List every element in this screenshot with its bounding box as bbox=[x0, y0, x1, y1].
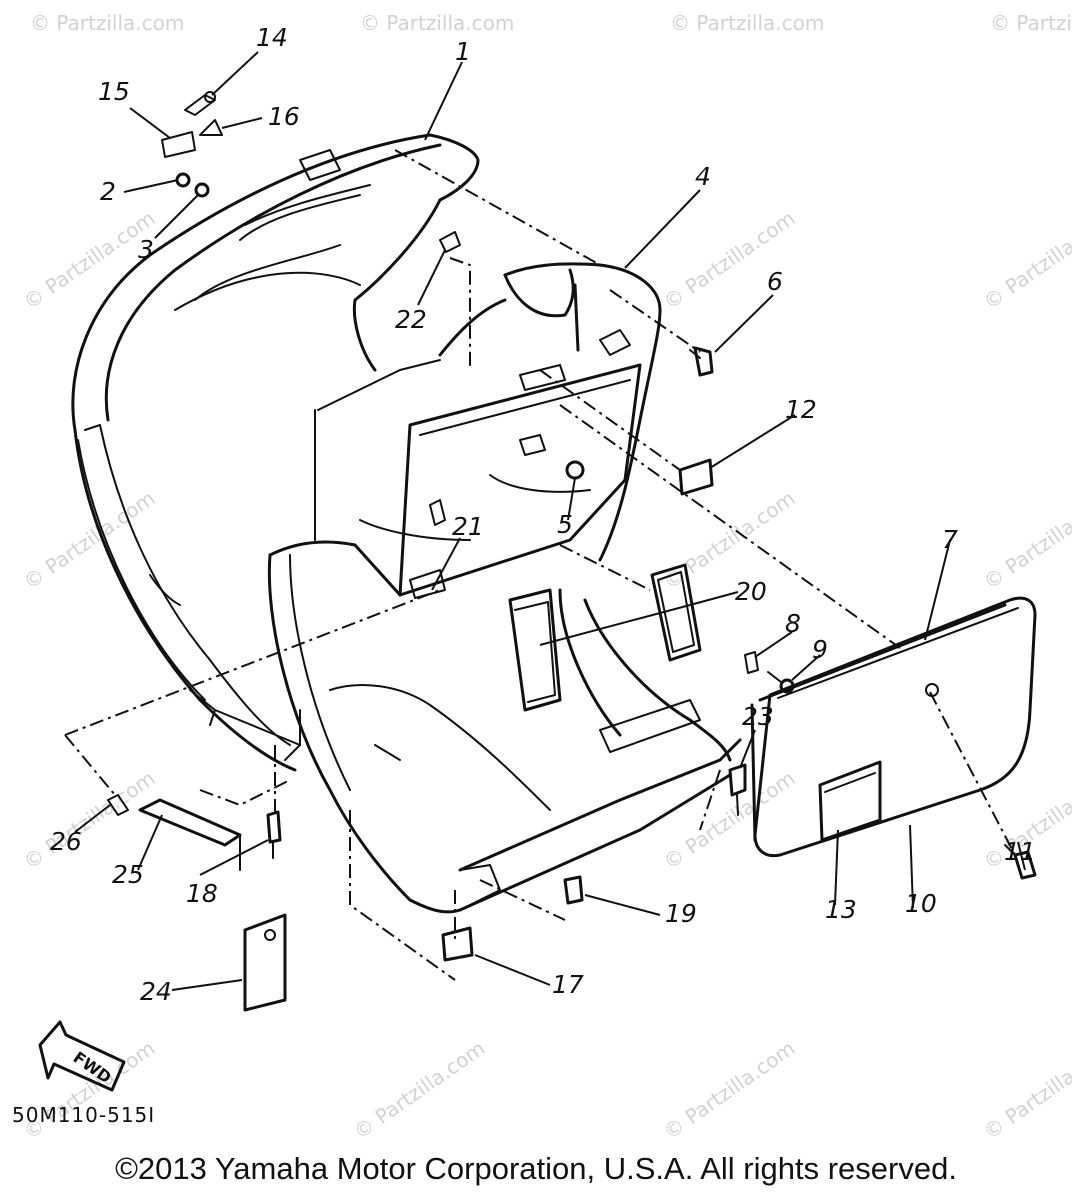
watermark: © Partzilla.com bbox=[659, 1036, 799, 1144]
callout-6: 6 bbox=[767, 267, 783, 296]
callout-17: 17 bbox=[552, 970, 584, 999]
callout-25: 25 bbox=[112, 860, 144, 889]
callout-10: 10 bbox=[905, 889, 937, 918]
callout-20: 20 bbox=[735, 577, 767, 606]
callout-13: 13 bbox=[825, 895, 857, 924]
watermark: © Partzilla.com bbox=[979, 206, 1072, 314]
callout-1: 1 bbox=[455, 37, 471, 66]
callout-8: 8 bbox=[785, 609, 801, 638]
callout-15: 15 bbox=[98, 77, 130, 106]
watermark: © Partzilla.com bbox=[670, 11, 824, 35]
callout-3: 3 bbox=[138, 235, 154, 264]
callout-16: 16 bbox=[268, 102, 300, 131]
watermark: © Partzilla.com bbox=[349, 1036, 489, 1144]
leader-lines bbox=[74, 51, 1026, 991]
callout-18: 18 bbox=[186, 879, 218, 908]
copyright-notice: ©2013 Yamaha Motor Corporation, U.S.A. A… bbox=[115, 1151, 957, 1186]
lid-part-7-10 bbox=[750, 596, 1037, 858]
drawing-code: 50M110-515I bbox=[12, 1103, 155, 1127]
callout-23: 23 bbox=[742, 702, 774, 731]
watermark: © Partzilla.com bbox=[659, 766, 799, 874]
callout-9: 9 bbox=[812, 635, 828, 664]
watermark: © Partzilla.com bbox=[979, 486, 1072, 594]
callout-4: 4 bbox=[695, 162, 711, 191]
watermark: © Partzilla.com bbox=[659, 486, 799, 594]
watermark: © Partzilla.com bbox=[19, 1036, 159, 1144]
callout-24: 24 bbox=[140, 977, 172, 1006]
callout-12: 12 bbox=[785, 395, 817, 424]
alignment-lines bbox=[64, 149, 1016, 981]
front-cover-part-1 bbox=[71, 133, 480, 772]
watermark: © Partzilla.com bbox=[659, 206, 799, 314]
callouts: 1 2 3 4 5 6 7 8 9 10 11 12 13 14 15 16 1… bbox=[50, 23, 1036, 1006]
callout-7: 7 bbox=[942, 525, 958, 554]
callout-11: 11 bbox=[1004, 837, 1036, 866]
watermark: © Partzilla.com bbox=[979, 1036, 1072, 1144]
watermark: © Partzilla.com bbox=[360, 11, 514, 35]
callout-22: 22 bbox=[395, 305, 427, 334]
callout-14: 14 bbox=[256, 23, 288, 52]
callout-26: 26 bbox=[50, 827, 82, 856]
callout-19: 19 bbox=[665, 899, 697, 928]
small-parts bbox=[107, 91, 1037, 1012]
watermark: © Partzilla.com bbox=[30, 11, 184, 35]
callout-5: 5 bbox=[557, 510, 573, 539]
callout-2: 2 bbox=[100, 177, 116, 206]
callout-21: 21 bbox=[452, 512, 484, 541]
watermark: © Partzilla.com bbox=[990, 11, 1072, 35]
leg-shield-part-4 bbox=[267, 262, 742, 914]
